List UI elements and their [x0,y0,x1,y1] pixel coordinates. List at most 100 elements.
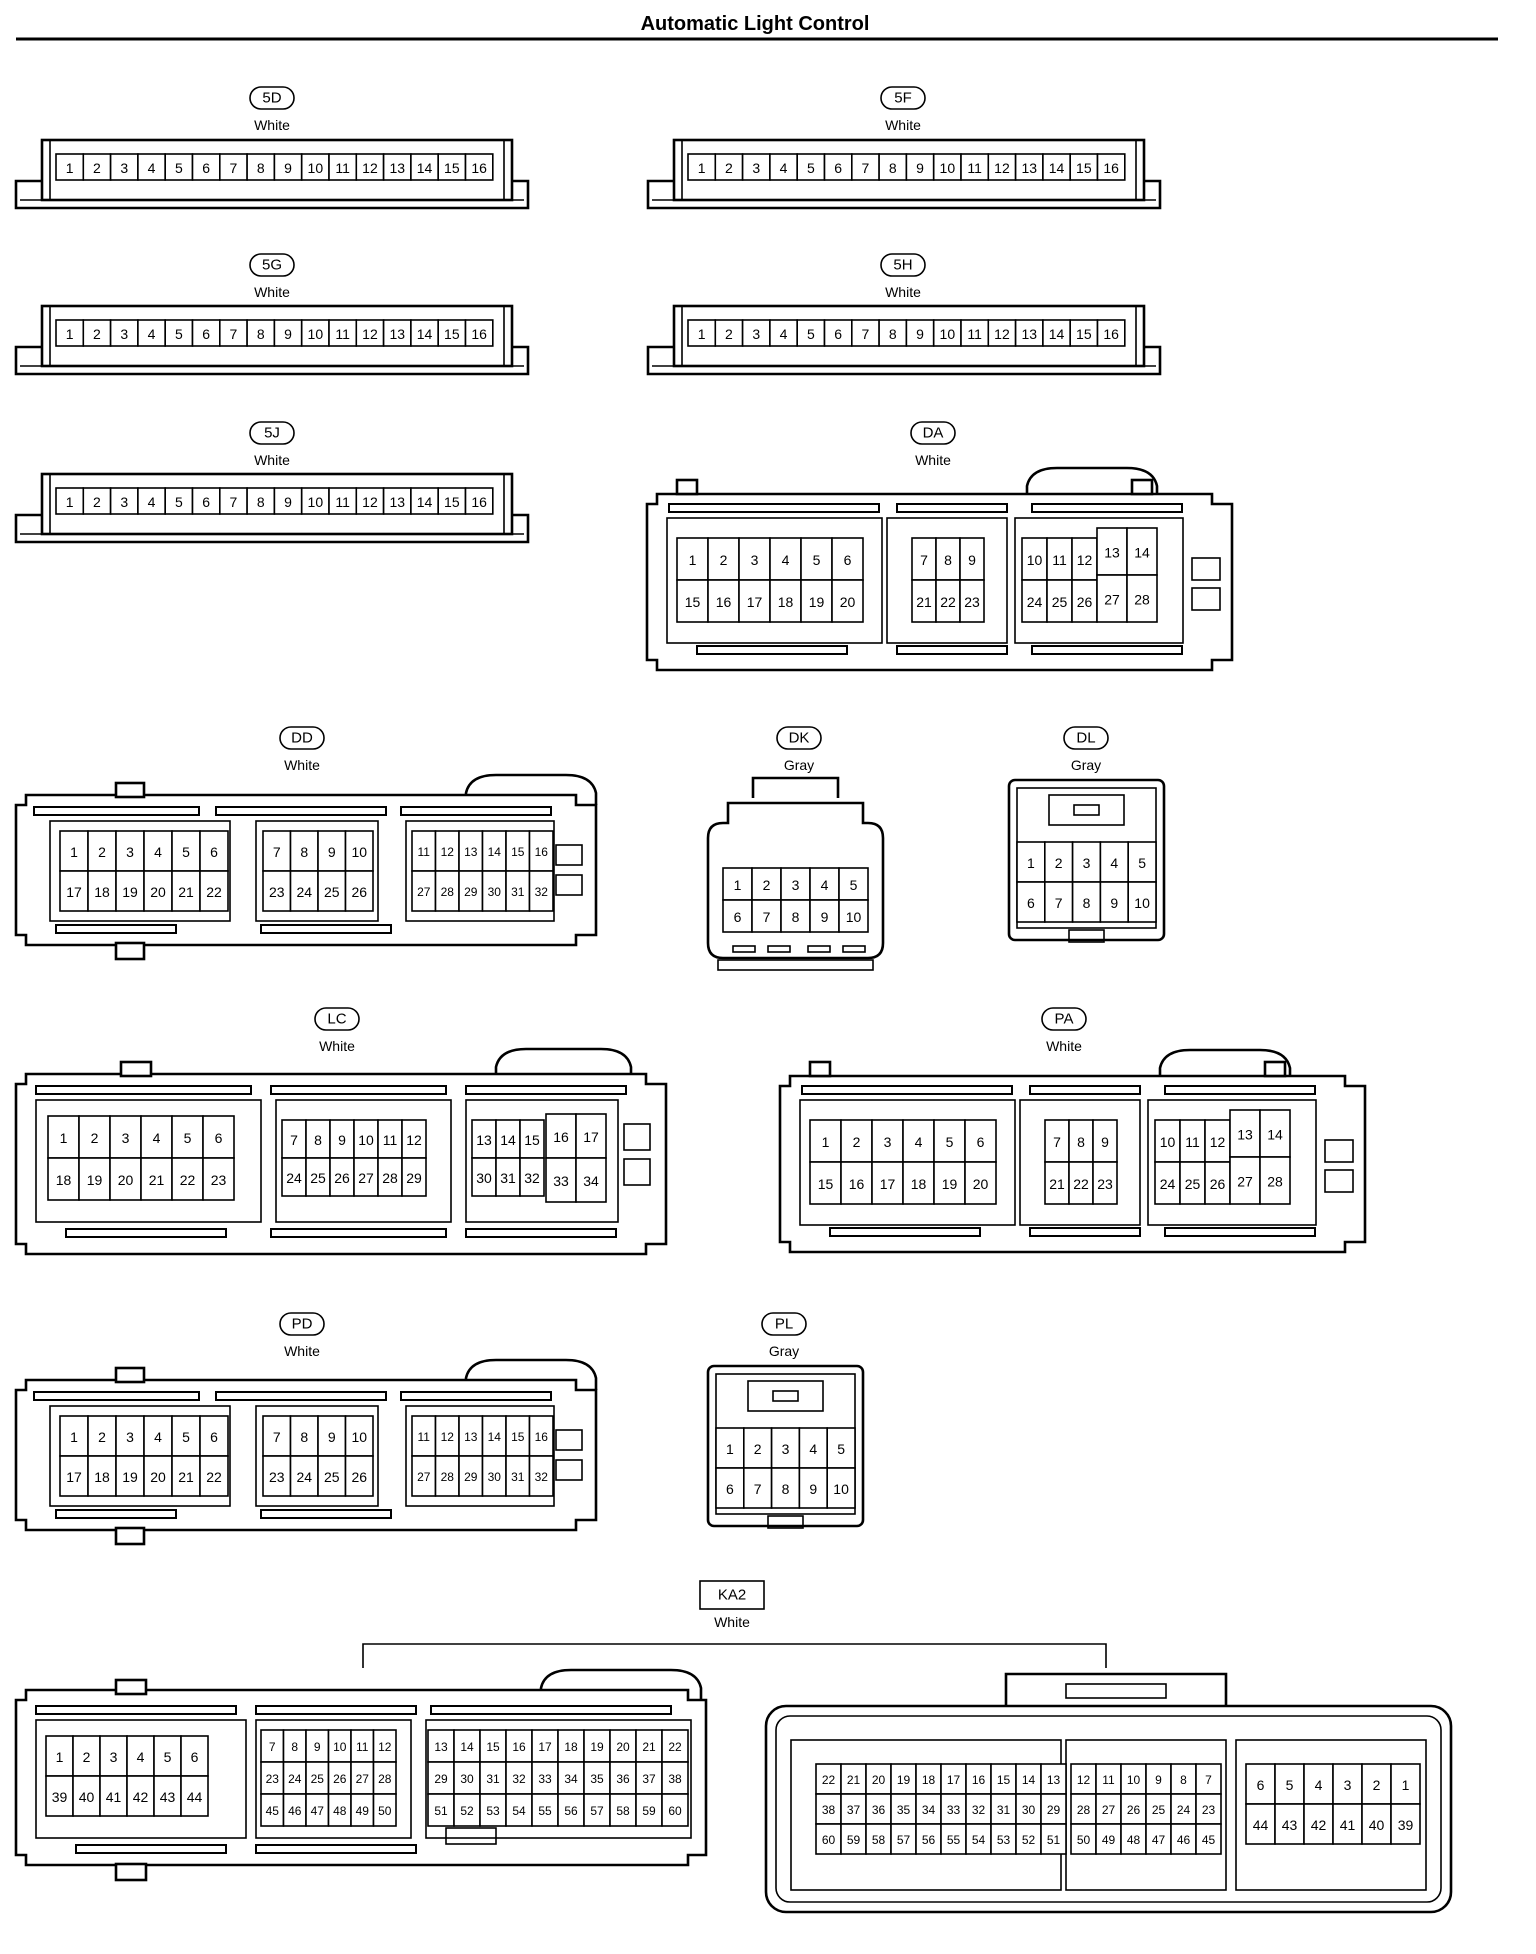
pin-3: 3 [120,494,128,510]
pin-2: 2 [754,1441,762,1457]
pin-cell [557,1761,585,1795]
pin-4: 4 [137,1749,145,1765]
rib [1029,1227,1141,1237]
pin-22: 22 [206,1469,222,1485]
pin-35: 35 [590,1772,604,1786]
pin-cell [140,1115,173,1159]
pin-16: 16 [512,1740,526,1754]
pin-15: 15 [444,326,460,342]
pin-cell [840,1119,873,1163]
pin-16: 16 [471,160,487,176]
label-pill [761,1312,807,1336]
pin-2: 2 [763,877,771,893]
rib [430,1705,672,1715]
pin-cell [545,1157,577,1203]
pin-53: 53 [486,1804,500,1818]
pin-21: 21 [149,1172,165,1188]
pin-cell [987,153,1017,181]
pin-26: 26 [1077,594,1093,610]
pin-8: 8 [291,1740,298,1754]
label-pill [776,726,822,750]
rib [55,1509,177,1519]
side-key [555,874,583,896]
pin-6: 6 [210,844,218,860]
pin-cell [1390,1803,1421,1845]
pin-cell [780,899,811,933]
pin-8: 8 [257,326,265,342]
cavity [465,1099,619,1223]
label-pill [314,1007,360,1031]
connector-color: White [284,757,320,773]
pin-cell [635,1793,663,1827]
pin-12: 12 [406,1132,422,1148]
pin-8: 8 [1180,1773,1187,1787]
rib [1031,503,1183,513]
cavity [35,1719,247,1839]
pin-cell [273,153,303,181]
pin-14: 14 [488,845,502,859]
pin-13: 13 [476,1132,492,1148]
pin-5: 5 [182,1429,190,1445]
pin-19: 19 [942,1176,958,1192]
pin-6: 6 [726,1481,734,1497]
pin-cell [796,153,826,181]
ka2-bracket [362,1643,1107,1668]
cavity [1019,1099,1141,1226]
pin-cell [372,1793,397,1827]
pin-39: 39 [52,1789,68,1805]
rib [829,1227,981,1237]
connector-code: DK [789,730,810,747]
pin-52: 52 [1022,1833,1036,1847]
side-key [555,1459,583,1481]
pin-19: 19 [87,1172,103,1188]
pin-12: 12 [441,1430,455,1444]
pin-10: 10 [308,326,324,342]
pin-44: 44 [1253,1817,1269,1833]
cavity [886,517,1008,644]
pin-cell [164,487,194,515]
pin-32: 32 [524,1170,540,1186]
pin-cell [464,487,494,515]
pin-56: 56 [564,1804,578,1818]
pin-cell [344,1415,374,1457]
connector-code: 5D [262,90,281,107]
pin-22: 22 [180,1172,196,1188]
pin-28: 28 [382,1170,398,1186]
pin-50: 50 [378,1804,392,1818]
pin-cell [479,1793,507,1827]
pin-19: 19 [122,1469,138,1485]
pin-10: 10 [351,844,367,860]
inner [775,1715,1442,1903]
pin-10: 10 [351,1429,367,1445]
pin-cell [99,1735,128,1777]
pin-32: 32 [535,1470,549,1484]
pin-cell [635,1729,663,1763]
pin-15: 15 [444,494,460,510]
pin-cell [410,153,439,181]
connector-code: LC [327,1011,346,1028]
label-pill [249,86,295,110]
pin-30: 30 [1022,1803,1036,1817]
pin-12: 12 [378,1740,392,1754]
pin-8: 8 [314,1132,322,1148]
connector-code: PA [1055,1011,1074,1028]
pin-31: 31 [486,1772,500,1786]
pin-10: 10 [1134,895,1150,911]
pin-cell [1179,1161,1206,1205]
pin-18: 18 [94,884,110,900]
rib [400,1391,552,1401]
pin-55: 55 [947,1833,961,1847]
pin-cell [171,830,201,872]
pin-cell [87,1415,117,1457]
pin-15: 15 [685,594,701,610]
pin-11: 11 [335,326,350,342]
pin-12: 12 [1210,1134,1226,1150]
pin-7: 7 [230,326,238,342]
pin-30: 30 [460,1772,474,1786]
pin-57: 57 [590,1804,604,1818]
